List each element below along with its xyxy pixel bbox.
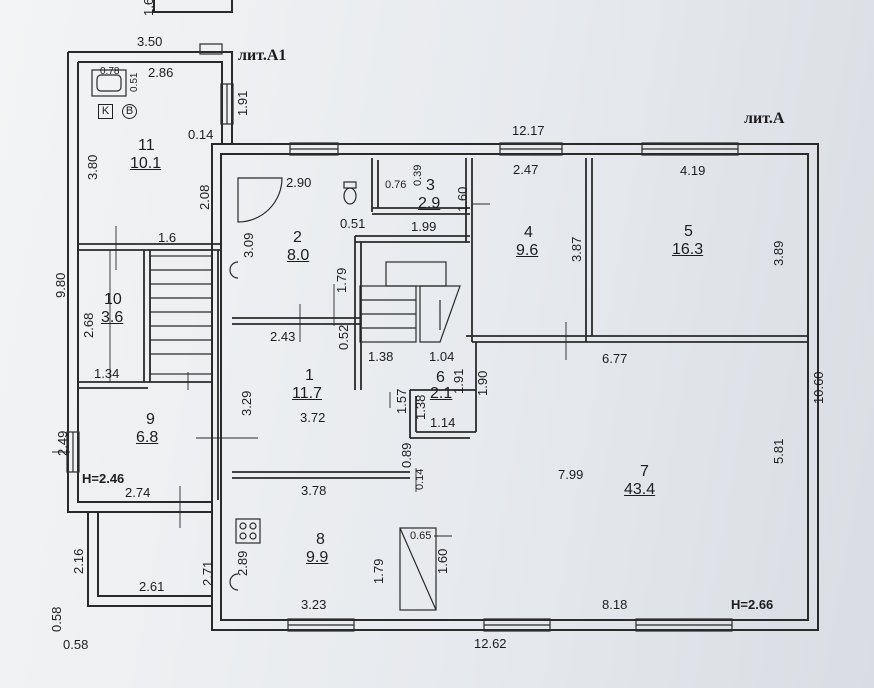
room-number: 4 [524, 224, 533, 241]
dim-label: 5.81 [771, 438, 786, 464]
dim-label: 1.91 [451, 368, 466, 394]
toilet-icon [343, 181, 357, 205]
dim-label: 3.89 [771, 240, 786, 266]
dim-label: 1.04 [429, 349, 455, 364]
dim-label: 3.87 [569, 236, 584, 262]
dim-label: 2.86 [148, 65, 174, 80]
dim-label: 1.91 [235, 90, 250, 116]
room-number: 5 [684, 223, 693, 240]
ceiling-height-main: H=2.66 [731, 597, 774, 612]
dim-label: 9.80 [53, 272, 68, 298]
dim-label: 2.43 [270, 329, 296, 344]
door-icon [237, 177, 283, 223]
dim-label: 1.34 [94, 366, 120, 381]
dim-label: 0.52 [336, 324, 351, 350]
dim-label: 2.71 [200, 560, 215, 586]
dim-label: 3.29 [239, 390, 254, 416]
section-label-main: лит.А [744, 110, 785, 127]
dim-label: 8.18 [602, 597, 628, 612]
dim-label: 2.47 [513, 162, 539, 177]
dim-label: 1.79 [371, 558, 386, 584]
dim-label: 0.76 [385, 179, 407, 191]
stairs-icon [149, 255, 461, 611]
dim-label: 1.99 [411, 219, 437, 234]
dim-label: 7.99 [558, 467, 584, 482]
dim-label: 3.09 [241, 232, 256, 258]
dim-label: 1.90 [475, 370, 490, 396]
room-area: 2.1 [430, 385, 453, 402]
room-number: 7 [640, 463, 649, 480]
dim-label: 12.17 [512, 123, 545, 138]
dim-label: 0.89 [399, 442, 414, 468]
dim-label: 1.38 [413, 394, 428, 420]
top-wall-stub [153, 0, 233, 13]
dim-label: 2.49 [55, 430, 70, 456]
dim-label: 0.14 [414, 468, 426, 490]
dim-label: 4.19 [680, 163, 706, 178]
room-number: 11 [138, 137, 155, 154]
dim-label: 3.72 [300, 410, 326, 425]
dim-label: 1.60 [455, 186, 470, 212]
dim-label: 12.62 [474, 636, 507, 651]
room-number: 8 [316, 531, 325, 548]
room-area: 16.3 [672, 241, 704, 258]
kitchen-symbol: K [98, 104, 113, 119]
dim-label: 2.61 [139, 579, 165, 594]
dim-label: 0.51 [340, 216, 366, 231]
dim-label: 3.78 [301, 483, 327, 498]
dim-label: 0.58 [63, 637, 89, 652]
dim-label: 1.6 [158, 230, 177, 245]
dim-label: 0.78 [100, 66, 120, 77]
stove-icon [235, 518, 261, 544]
room-area: 2.9 [418, 195, 441, 212]
room-area: 11.7 [292, 385, 322, 402]
dim-label: 2.90 [286, 175, 312, 190]
dim-label: 2.74 [125, 485, 151, 500]
dim-label: 0.51 [129, 72, 140, 92]
room-area: 6.8 [136, 429, 159, 446]
dim-label: 0.39 [412, 164, 424, 186]
dim-label: 10.60 [811, 371, 826, 404]
dim-label: 1.38 [368, 349, 394, 364]
dim-label: 0.14 [188, 127, 214, 142]
dim-label: 6.77 [602, 351, 628, 366]
dimension-lines [52, 203, 567, 537]
room-area: 9.6 [516, 242, 539, 259]
room-area: 43.4 [624, 481, 656, 498]
room-number: 2 [293, 229, 302, 246]
dim-label: 0.58 [49, 606, 64, 632]
dim-label: 1.60 [435, 548, 450, 574]
room-area: 8.0 [287, 247, 310, 264]
dim-label: 3.80 [85, 154, 100, 180]
room-number: 9 [146, 411, 155, 428]
bathtub-icon [91, 69, 127, 97]
boiler-icon: B [122, 104, 137, 119]
room-number: 1 [305, 367, 314, 384]
interior-walls [78, 158, 808, 503]
room-number: 10 [104, 291, 122, 308]
dim-label: 1.79 [334, 267, 349, 293]
dim-label: 2.08 [197, 184, 212, 210]
dim-label: 1.57 [394, 388, 409, 414]
dim-label: 1.6 [141, 0, 156, 16]
room-area: 9.9 [306, 549, 329, 566]
dim-label: 2.16 [71, 548, 86, 574]
dim-label: 2.68 [81, 312, 96, 338]
dim-label: 0.65 [410, 530, 432, 542]
room-number: 3 [426, 177, 435, 194]
dim-label: 3.23 [301, 597, 327, 612]
room-area: 10.1 [130, 155, 162, 172]
dim-label: 2.89 [235, 550, 250, 576]
dim-label: 1.14 [430, 415, 456, 430]
room-area: 3.6 [101, 309, 124, 326]
section-label-annex: лит.А1 [238, 47, 287, 64]
dim-label: 3.50 [137, 34, 163, 49]
window-icon [66, 43, 739, 632]
sink-icon [229, 261, 239, 591]
ceiling-height-annex: H=2.46 [82, 471, 125, 486]
room-number: 6 [436, 369, 445, 386]
